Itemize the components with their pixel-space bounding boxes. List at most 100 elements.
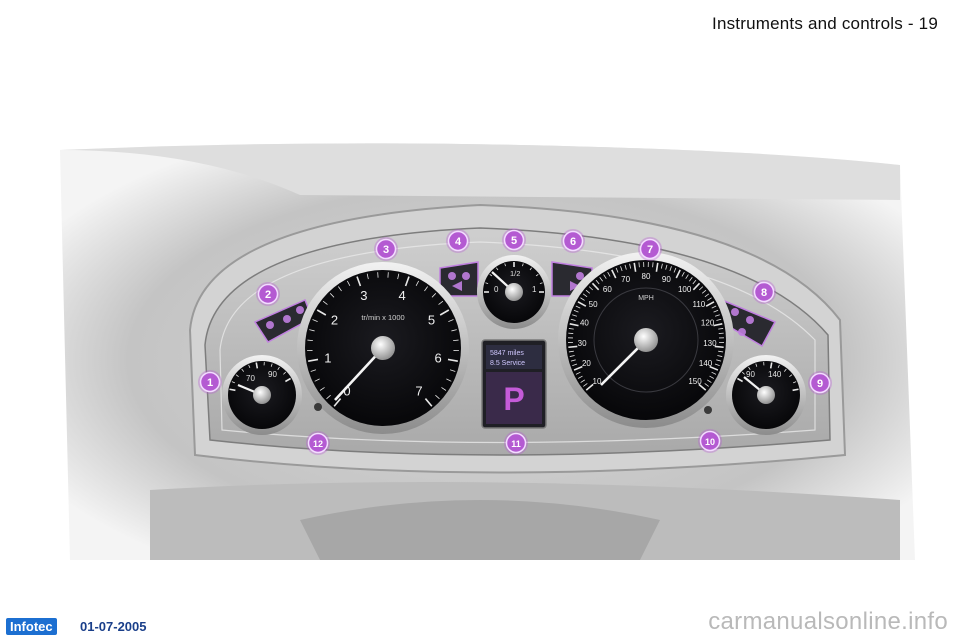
callout-number-9: 9: [817, 378, 823, 390]
speed-tick-55: [705, 301, 715, 307]
speed-label-110: 110: [692, 300, 705, 309]
speed-tick-42: [665, 264, 668, 270]
tach-tick-13: [338, 286, 342, 292]
left-gauge-tick-10: [284, 377, 291, 383]
fuel-tick-7: [529, 267, 532, 271]
tach-tick-9: [312, 319, 318, 322]
speed-label-140: 140: [699, 359, 713, 368]
callout-9: 9: [808, 371, 832, 395]
left-gauge-label-70: 70: [246, 374, 255, 383]
right-gauge-tick-2: [748, 366, 751, 371]
speed-tick-5: [573, 365, 583, 371]
left-reset-button: [314, 403, 322, 411]
right-gauge-tick-1: [741, 371, 745, 375]
tach-tick-23: [431, 293, 437, 298]
speed-tick-73: [707, 379, 712, 383]
speed-tick-75: [698, 383, 707, 391]
tach-tick-19: [397, 273, 400, 280]
dashboard-top-trim: [60, 143, 900, 200]
speed-tick-74: [704, 383, 709, 387]
speed-tick-51: [698, 286, 704, 291]
speed-tick-19: [575, 305, 581, 309]
fuel-gauge-hub: [505, 283, 523, 301]
left-gauge-tick-0: [229, 388, 236, 392]
tach-tick-21: [415, 280, 420, 286]
speed-label-100: 100: [678, 285, 692, 294]
speed-tick-2: [580, 379, 585, 383]
right-gauge-tick-10: [792, 388, 799, 392]
speed-tick-24: [588, 286, 594, 291]
right-gauge-tick-3: [755, 363, 758, 367]
tach-tick-20: [404, 276, 410, 287]
fuel-gauge-ticks: [484, 262, 544, 293]
speed-label-20: 20: [582, 359, 591, 368]
tach-tick-35: [424, 398, 433, 407]
callout-number-7: 7: [647, 244, 653, 256]
callout-number-1: 1: [207, 377, 213, 389]
callout-10: 10: [698, 429, 722, 453]
speed-tick-54: [707, 297, 712, 301]
left-gauge-tick-4: [248, 364, 251, 369]
speed-tick-25: [591, 282, 600, 291]
speed-tick-53: [704, 293, 710, 298]
speed-tick-4: [575, 371, 581, 375]
callout-8: 8: [752, 280, 776, 304]
fuel-label-1: 1: [532, 285, 537, 294]
callout-6: 6: [561, 229, 585, 253]
speed-tick-18: [573, 309, 579, 313]
right-gauge-tick-0: [737, 377, 744, 383]
left-gauge-tick-5: [255, 362, 259, 369]
tach-tick-0: [333, 398, 342, 407]
speed-tick-57: [713, 309, 719, 313]
fuel-tick-9: [539, 282, 543, 284]
watermark: carmanualsonline.info: [708, 608, 948, 635]
speed-tick-35: [633, 262, 637, 272]
tach-tick-31: [449, 369, 456, 372]
tach-label-6: 6: [435, 350, 442, 365]
callout-11: 11: [504, 431, 528, 455]
callout-number-3: 3: [383, 244, 389, 256]
right-gauge-tick-8: [789, 374, 793, 378]
steering-column-shadow: [300, 500, 660, 560]
right-gauge-tick-9: [792, 381, 797, 384]
speed-tick-29: [607, 271, 611, 277]
speed-tick-71: [711, 371, 717, 375]
speed-tick-60: [713, 323, 723, 327]
speed-tick-23: [585, 289, 591, 294]
speed-tick-16: [570, 318, 576, 321]
tach-tick-22: [424, 286, 428, 292]
speed-tick-45: [675, 269, 681, 279]
right-gauge-label-140: 140: [768, 370, 782, 379]
right-trip-button: [704, 406, 712, 414]
speed-label-30: 30: [578, 339, 587, 348]
tach-tick-3: [314, 378, 320, 382]
speed-tick-61: [718, 328, 724, 330]
left-gauge-tick-9: [283, 371, 287, 375]
left-gauge-tick-3: [241, 368, 245, 372]
callout-number-11: 11: [511, 439, 521, 449]
speed-tick-56: [711, 305, 717, 309]
tach-label-2: 2: [331, 313, 338, 328]
cluster-inner-rim: [219, 241, 816, 444]
fuel-tick-8: [535, 274, 539, 277]
callout-2: 2: [256, 282, 280, 306]
fuel-tick-4: [504, 263, 506, 267]
speed-tick-59: [716, 318, 722, 321]
speed-tick-41: [660, 263, 663, 269]
speed-tick-49: [692, 279, 697, 285]
speed-label-150: 150: [688, 377, 702, 386]
left-gauge-label-90: 90: [268, 370, 277, 379]
callout-3: 3: [374, 237, 398, 261]
speed-label-50: 50: [589, 300, 598, 309]
callout-1: 1: [198, 370, 222, 394]
left-gauge-ticks: [229, 362, 291, 392]
callout-number-4: 4: [455, 236, 462, 248]
tach-tick-30: [447, 358, 458, 362]
speed-tick-67: [717, 355, 723, 357]
page-title: Instruments and controls - 19: [712, 14, 938, 33]
tach-label-7: 7: [415, 383, 422, 398]
speed-tick-0: [585, 383, 594, 391]
